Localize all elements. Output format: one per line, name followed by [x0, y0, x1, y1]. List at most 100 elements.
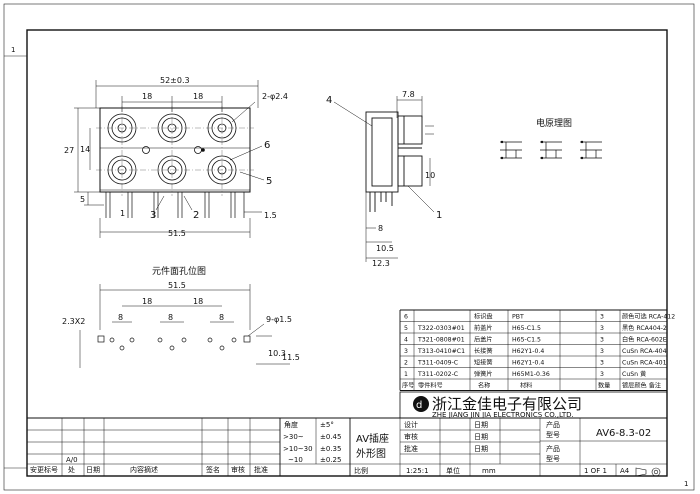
bom-row-no: 1 — [404, 371, 408, 378]
projection-symbol — [635, 467, 661, 477]
side-callout-1: 1 — [436, 210, 442, 221]
bom-row-no: 6 — [404, 314, 408, 321]
schematic-title: 电原理图 — [536, 117, 572, 129]
rev-code: A/0 — [66, 456, 78, 464]
outer-frame — [3, 3, 695, 491]
bom-row-material: PBT — [512, 314, 524, 321]
bom-row-remark: CuSn 黄 — [622, 370, 646, 378]
tol-header-val: ±5° — [320, 421, 334, 429]
bom-row-code: T313-0410#C1 — [417, 348, 465, 355]
rev-date: 日期 — [86, 466, 100, 474]
pcb-layout: 元件面孔位图 51.5 18 18 8 8 8 2.3X2 9-φ1.5 10.… — [62, 265, 300, 368]
label-unit: 单位 — [446, 466, 460, 475]
bom-row-no: 5 — [404, 325, 408, 332]
bom-row-material: H65M1-0.36 — [512, 371, 550, 378]
schematic: 电原理图 — [500, 117, 602, 160]
size-value: A4 — [620, 467, 630, 475]
front-overall-width: 52±0.3 — [160, 76, 190, 85]
label-approve: 批准 — [404, 444, 418, 453]
front-lead-1: 1 — [120, 209, 125, 218]
bom-row-remark: CuSn RCA-401 — [622, 360, 667, 367]
pcb-sub-8-b: 8 — [168, 313, 173, 322]
label-date-1: 日期 — [474, 421, 488, 429]
bom-row-no: 2 — [404, 360, 408, 367]
company-name-cn: 浙江金佳电子有限公司 — [432, 395, 582, 413]
bom-row-material: H65-C1.5 — [512, 337, 541, 344]
tol-val-1: ±0.45 — [320, 433, 341, 441]
bom-row-qty: 3 — [600, 348, 604, 355]
side-callout-4: 4 — [326, 95, 332, 106]
bom-row-name: 长接簧 — [474, 347, 493, 355]
tol-range-3: ~10 — [288, 456, 303, 464]
pcb-sub-8-a: 8 — [118, 313, 123, 322]
tol-val-2: ±0.35 — [320, 445, 341, 453]
pcb-h2: 11.5 — [282, 353, 300, 362]
scale-value: 1:25:1 — [406, 467, 429, 475]
rev-design: 签名 — [206, 465, 220, 474]
front-pitch-left: 18 — [142, 92, 152, 101]
bom-header-code: 零件料号 — [418, 382, 443, 390]
front-right-dim: 1.5 — [264, 211, 277, 220]
front-body — [99, 107, 251, 193]
label-check: 审核 — [404, 432, 418, 441]
rev-count: 处 — [68, 465, 75, 474]
bom-row-code: T311-0409-C — [417, 360, 458, 367]
tol-header: 角度 — [284, 420, 298, 429]
label-date-3: 日期 — [474, 445, 488, 453]
front-base-width: 51.5 — [168, 229, 186, 238]
callout-6: 6 — [264, 140, 270, 151]
pcb-pitch-right: 18 — [193, 297, 203, 306]
rev-content: 内容摘述 — [130, 465, 158, 474]
side-dim-10-5: 10.5 — [376, 244, 394, 253]
bom-row-remark: 颜色可选 RCA-412 — [622, 313, 675, 321]
unit-value: mm — [482, 467, 496, 475]
bom-header-no: 序号 — [402, 382, 414, 390]
bom-row-material: H65-C1.5 — [512, 325, 541, 332]
bom-row-qty: 3 — [600, 325, 604, 332]
tolerance-block: 角度 ±5° >30~ ±0.45 >10~30 ±0.35 ~10 ±0.25 — [283, 420, 341, 464]
bom-row-no: 3 — [404, 348, 408, 355]
tol-range-1: >30~ — [283, 433, 304, 441]
bom-row-qty: 3 — [600, 314, 604, 321]
pcb-sub-8-c: 8 — [219, 313, 224, 322]
bom-row-qty: 3 — [600, 371, 604, 378]
bom-row-name: 标识盘 — [474, 313, 493, 321]
bom-row-remark: 黑色 RCA404-2 — [622, 324, 667, 332]
bom-row-no: 4 — [404, 337, 408, 344]
front-inner-height: 14 — [80, 145, 90, 154]
bom-row-remark: CuSn RCA-404 — [622, 348, 667, 355]
callout-2: 2 — [193, 210, 199, 221]
bom-header-qty: 数量 — [598, 382, 610, 390]
tol-val-3: ±0.25 — [320, 456, 341, 464]
bom-row-code: T321-0808#01 — [417, 337, 465, 344]
company-logo — [413, 396, 429, 412]
pcb-title: 元件面孔位图 — [152, 265, 206, 277]
zone-marker: 1 — [11, 46, 15, 54]
bom-row-code: T311-0202-C — [417, 371, 458, 378]
bom-header-material: 材料 — [520, 382, 532, 390]
bom-row-remark: 白色 RCA-602E — [622, 336, 667, 344]
model-value: AV6-8.3-02 — [596, 428, 651, 439]
callout-3: 3 — [150, 210, 156, 221]
pcb-h1: 10.3 — [268, 349, 286, 358]
label-product-2: 产品 — [546, 444, 560, 453]
revision-block: 安更标号 A/0 处 日期 内容摘述 签名 审核 批准 — [30, 456, 268, 474]
bom-row-name: 短接簧 — [474, 359, 493, 367]
side-dim-8: 8 — [378, 224, 383, 233]
pcb-left-note: 2.3X2 — [62, 317, 85, 326]
pcb-pitch-left: 18 — [142, 297, 152, 306]
bom-header-name: 名称 — [478, 382, 490, 390]
logo-glyph: d — [416, 400, 422, 411]
label-scale: 比例 — [354, 466, 368, 475]
label-model-2: 型号 — [546, 454, 560, 463]
front-pitch-right: 18 — [193, 92, 203, 101]
bom-row-qty: 3 — [600, 337, 604, 344]
product-name: AV插座 — [356, 432, 389, 445]
label-model: 型号 — [546, 430, 560, 439]
corner-marker: 1 — [684, 480, 688, 488]
label-date-2: 日期 — [474, 433, 488, 441]
label-product: 产品 — [546, 420, 560, 429]
bom-row-qty: 3 — [600, 360, 604, 367]
